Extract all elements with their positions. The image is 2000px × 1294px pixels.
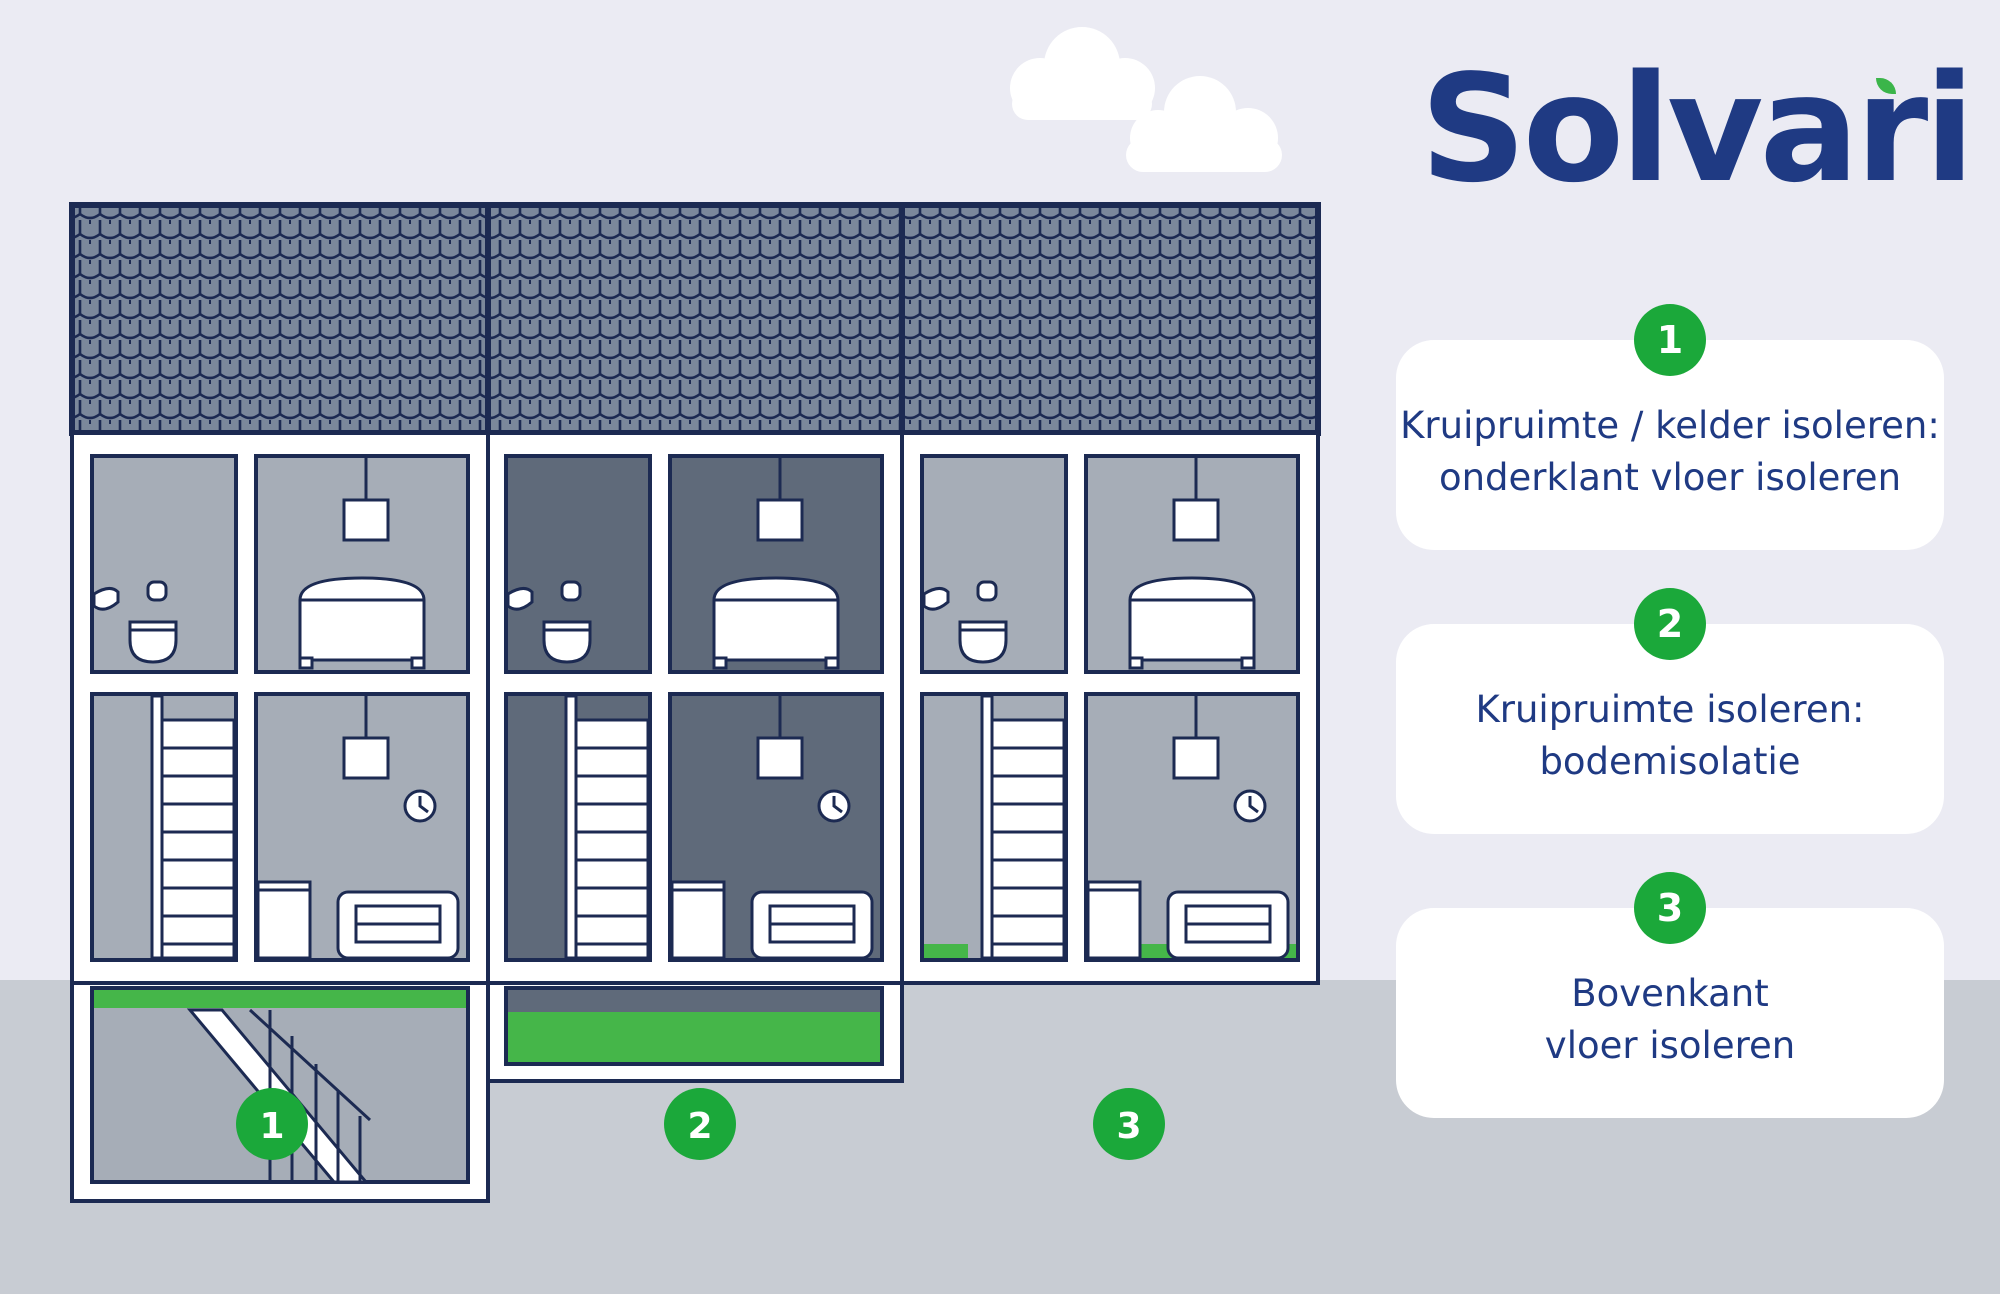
floor-insulation-top — [924, 944, 968, 958]
diagram-badge-2 — [664, 1088, 736, 1160]
bed-icon — [298, 576, 426, 670]
option-card-2: 2 Kruipruimte isoleren: bodemisolatie — [1396, 588, 1944, 834]
option-title: Kruipruimte / kelder isoleren: onderklan… — [1400, 404, 1940, 499]
cloud-icon — [1010, 27, 1155, 120]
option-badge: 1 — [1634, 304, 1706, 376]
lamp-icon — [342, 458, 390, 542]
diagram-badge-number: 3 — [1116, 1106, 1141, 1147]
option-card-1: 1 Kruipruimte / kelder isoleren: onderkl… — [1396, 304, 1944, 550]
option-title: Kruipruimte isoleren: bodemisolatie — [1475, 688, 1865, 783]
diagram-badge-1 — [236, 1088, 308, 1160]
solvari-logo: Solvari — [1420, 43, 1975, 215]
option-badge: 3 — [1634, 872, 1706, 944]
crawl-space — [486, 981, 904, 1083]
option-title: Bovenkant vloer isoleren — [1544, 972, 1796, 1067]
leaf-icon — [1876, 78, 1896, 94]
diagram-badge-number: 1 — [259, 1106, 284, 1147]
diagram-badge-3 — [1093, 1088, 1165, 1160]
basement — [70, 981, 490, 1203]
cloud-icon — [1126, 76, 1282, 172]
diagram-badge-number: 2 — [687, 1106, 712, 1147]
staircase-icon — [150, 694, 236, 960]
ground-insulation — [508, 1012, 880, 1062]
floor-insulation-bottom — [94, 990, 466, 1008]
furniture — [92, 458, 460, 960]
option-card-3: 3 Bovenkant vloer isoleren — [1396, 872, 1944, 1118]
clock-icon — [403, 789, 437, 823]
toilet-icon — [92, 580, 178, 664]
lamp-icon — [342, 696, 390, 780]
sofa-icon — [336, 890, 460, 960]
option-badge: 2 — [1634, 588, 1706, 660]
roof — [69, 202, 1321, 436]
cabinet-icon — [256, 880, 312, 960]
